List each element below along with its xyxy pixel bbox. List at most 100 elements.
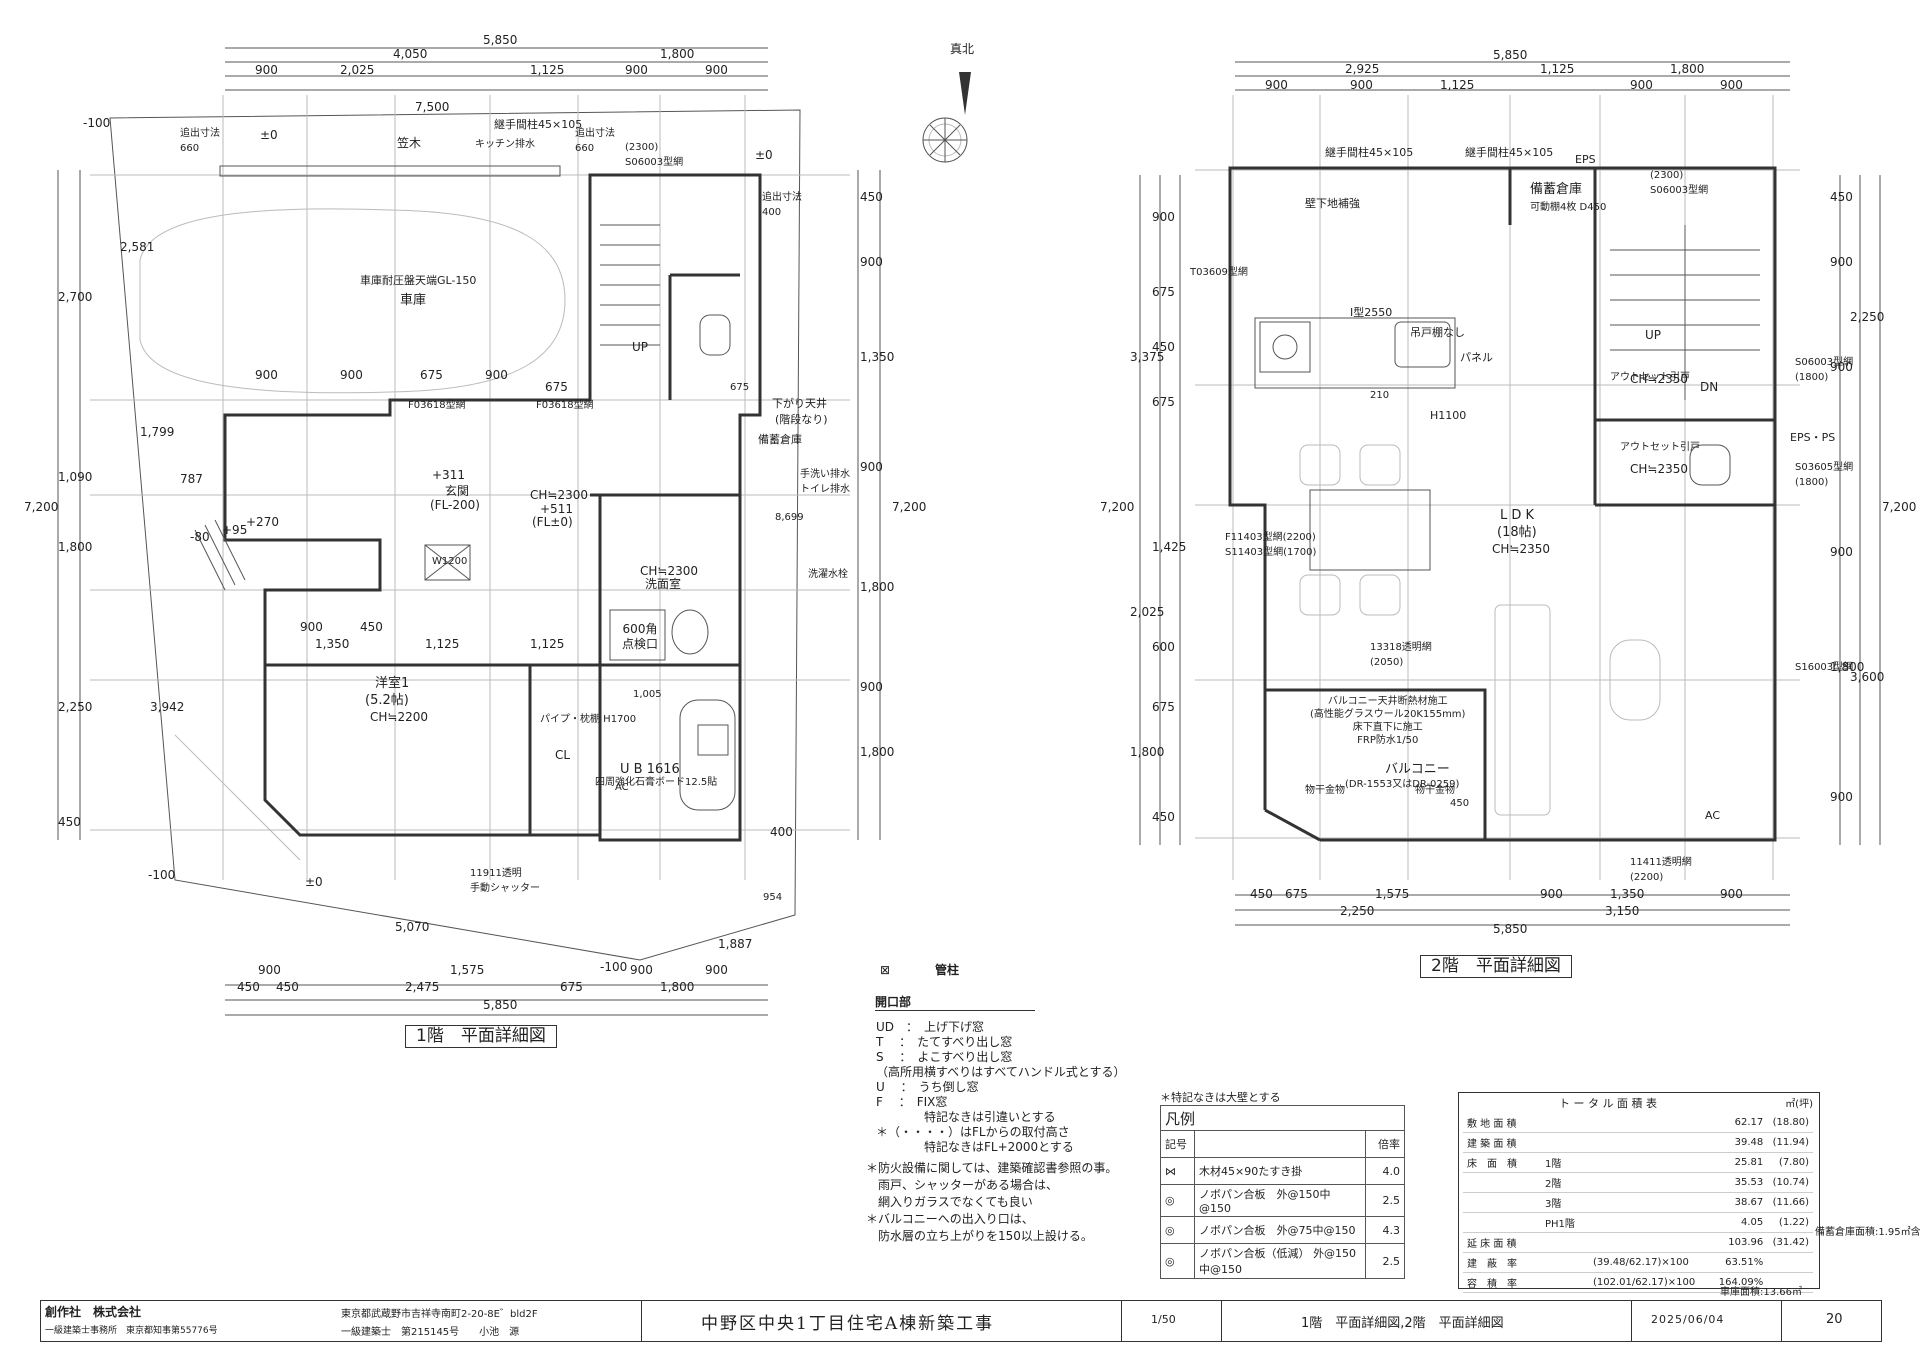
car-outline [139,208,566,394]
f1-inner-4: 900 [485,368,508,382]
f2-dim-bottom-sub-4: 900 [1540,887,1563,901]
office-license: 一級建築士事務所 東京都知事第55776号 [45,1326,218,1336]
balcony-label: バルコニー [1385,762,1450,777]
legend-row-name: ノボパン合板（低減） [1199,1247,1310,1260]
f2-dim-bottom-sub-1: 450 [1250,887,1273,901]
area-sub: 1階 [1541,1152,1589,1173]
dining-table [1309,489,1431,571]
f2-dim-bottom-sub-3: 1,575 [1375,887,1410,901]
f1-level-3: -100 [600,960,628,974]
area-label: 敷 地 面 積 [1463,1113,1541,1133]
western1-label: 洋室1 [375,676,410,691]
f1-dim-bottom-sub-4: 675 [560,980,583,994]
opening-line: T ： たてすべり出し窓 [876,1035,1013,1049]
sash-1: (2300) S06003型網 [625,142,684,168]
f1-level-9: ±0 [305,875,323,889]
sash-1318: 13318透明網 (2050) [1370,642,1432,668]
dn-2f: DN [1700,380,1719,394]
f1-dim-right-3: 1,350 [860,350,895,364]
sagari-note: (階段なり) [775,413,828,426]
f1-dim-left-5: 450 [58,815,81,829]
f2-dim-right-sub-6: 900 [1830,790,1853,804]
bathtub [679,699,736,811]
inspection-label: 600角 点検口 [622,622,659,651]
area-tsubo: (10.74) [1767,1172,1813,1193]
fire-line: 網入りガラスでなくても良い [866,1195,1033,1209]
area-label: 容 積 率 [1463,1272,1541,1293]
f1-dim-right-6: 900 [860,680,883,694]
f1-dim-right-2: 900 [860,255,883,269]
area-tsubo: (1.22) [1767,1212,1813,1233]
legend-head-kigo: 記号 [1160,1130,1195,1158]
kabeshita: 壁下地補強 [1305,197,1360,210]
f2-dim-right-sub-4: 900 [1830,545,1853,559]
legend-row-name: ノボパン合板 [1199,1224,1266,1237]
f1-dim-bottom-mid-2: 1,575 [450,963,485,977]
f2-dim-bottom-sub-6: 900 [1720,887,1743,901]
area-calc [1589,1192,1700,1213]
f2-dim-top-mid-2: 1,125 [1540,62,1575,76]
f1-dim-right-total: 7,200 [892,500,927,514]
fire-line: ＊防火設備に関しては、建築確認書参照の事。 [866,1161,1118,1175]
area-tsubo: (7.80) [1767,1152,1813,1173]
legend-row-spec: 外@150中@150 [1199,1247,1357,1276]
f1-inner-3: 675 [420,368,443,382]
f2-dim-right-2: 3,600 [1850,670,1885,684]
balcony-note: バルコニー天井断熱材施工 (高性能グラスウール20K155mm) 床下直下に施工… [1310,696,1466,746]
f1-site-left2: 1,799 [140,425,175,439]
area-value: 39.48 [1699,1132,1768,1153]
floor2-outer-wall [1228,166,1777,842]
washroom-label: 洗面室 [645,577,682,591]
tsugite-1f: 継手間柱45×105 [494,118,583,131]
area-label [1463,1192,1541,1213]
f2-dim-left-sub-7: 675 [1152,700,1175,714]
f1-dim-left-3: 1,800 [58,540,93,554]
hikkomi-2: 追出寸法 660 [575,128,615,154]
f1-dim-left-2: 1,090 [58,470,93,484]
legend-note: ＊特記なきは大壁とする [1160,1091,1281,1104]
f2-dim-right-sub-2: 900 [1830,255,1853,269]
area-tsubo: (11.94) [1767,1132,1813,1153]
up-1f: UP [632,340,649,354]
f2-dim-bottom-sub-2: 675 [1285,887,1308,901]
f1-inner-6: 900 [300,620,323,634]
f2-dim-right-sub-3: 900 [1830,360,1853,374]
area-calc [1589,1212,1700,1233]
f2-dim-top-total: 5,850 [1493,48,1528,62]
f1-dim-top-sub-5: 900 [705,63,728,77]
kasagi: 笠木 [397,136,422,150]
f2-dim-bottom-sub-5: 1,350 [1610,887,1645,901]
area-sub [1541,1272,1589,1293]
area-label: 建 築 面 積 [1463,1132,1541,1153]
area-calc [1589,1132,1700,1153]
brace-icon: ⋈ [1160,1157,1195,1185]
opening-line: 特記なきは引違いとする [876,1110,1056,1124]
garage-label: 車庫 [400,293,427,308]
legend-row-rate: 2.5 [1365,1184,1405,1217]
f2-dim-top-sub-3: 1,125 [1440,78,1475,92]
f1-site-left3: 3,942 [150,700,185,714]
f1-dim-top-sub-2: 2,025 [340,63,375,77]
area-value: 35.53 [1699,1172,1768,1193]
opening-title: 開口部 [875,995,1035,1011]
dim-675: 675 [730,382,750,393]
f2-dim-right-sub-1: 450 [1830,190,1853,204]
eps-2f: EPS [1575,153,1596,166]
area-unit: ㎡(坪) [1785,1099,1813,1110]
legend-head-rate: 倍率 [1365,1130,1405,1158]
legend-table: 凡例 記号 倍率 ⋈ 木材45×90たすき掛 4.0 ◎ ノボパン合板 外@15… [1160,1105,1405,1279]
kanchu-label: 管柱 [935,963,960,977]
f1-inner-1: 900 [255,368,278,382]
cl-label: CL [555,748,571,762]
western1-ch: CH≒2200 [370,710,429,724]
d210: 210 [1370,390,1390,401]
f2-dim-left-1: 3,375 [1130,350,1165,364]
legend-row: ⋈ 木材45×90たすき掛 4.0 [1160,1157,1405,1185]
f2-dim-left-sub-4: 675 [1152,395,1175,409]
f1-level-1: -100 [83,116,111,130]
area-tsubo [1767,1252,1813,1273]
f1-dim-top-mid-2: 1,800 [660,47,695,61]
area-side-note: 備蓄倉庫面積:1.95㎡含む [1815,1227,1920,1238]
